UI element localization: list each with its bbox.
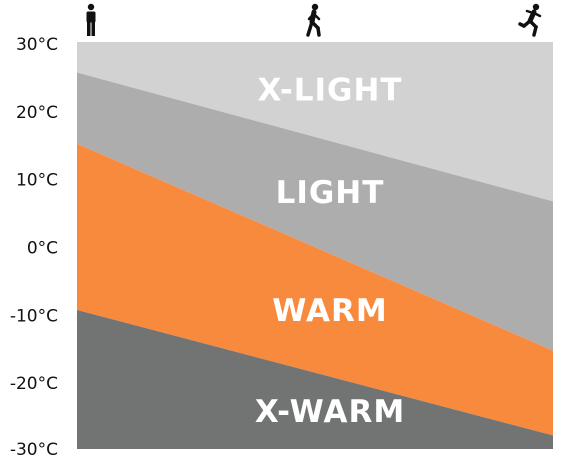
y-tick-label: -10°C xyxy=(10,306,58,326)
walking-person-icon xyxy=(306,3,321,37)
band-label-light: LIGHT xyxy=(276,175,385,211)
y-tick-label: -20°C xyxy=(10,374,58,394)
band-x-light xyxy=(77,42,553,202)
band-warm xyxy=(77,143,553,436)
running-person-icon xyxy=(518,3,542,37)
standing-person-icon xyxy=(86,3,96,36)
y-axis-ticks: 30°C 20°C 10°C 0°C -10°C -20°C -30°C xyxy=(10,35,58,459)
y-tick-label: 20°C xyxy=(16,103,58,123)
y-tick-label: -30°C xyxy=(10,440,58,459)
y-tick-label: 10°C xyxy=(16,171,58,191)
y-tick-label: 0°C xyxy=(27,239,58,259)
band-labels: X-LIGHT LIGHT WARM X-WARM xyxy=(255,72,405,430)
band-light xyxy=(77,72,553,351)
band-label-x-light: X-LIGHT xyxy=(257,72,402,108)
y-tick-label: 30°C xyxy=(16,35,58,55)
band-label-x-warm: X-WARM xyxy=(255,394,405,430)
band-label-warm: WARM xyxy=(272,293,388,329)
band-x-warm xyxy=(77,309,553,449)
band-areas xyxy=(77,42,553,449)
